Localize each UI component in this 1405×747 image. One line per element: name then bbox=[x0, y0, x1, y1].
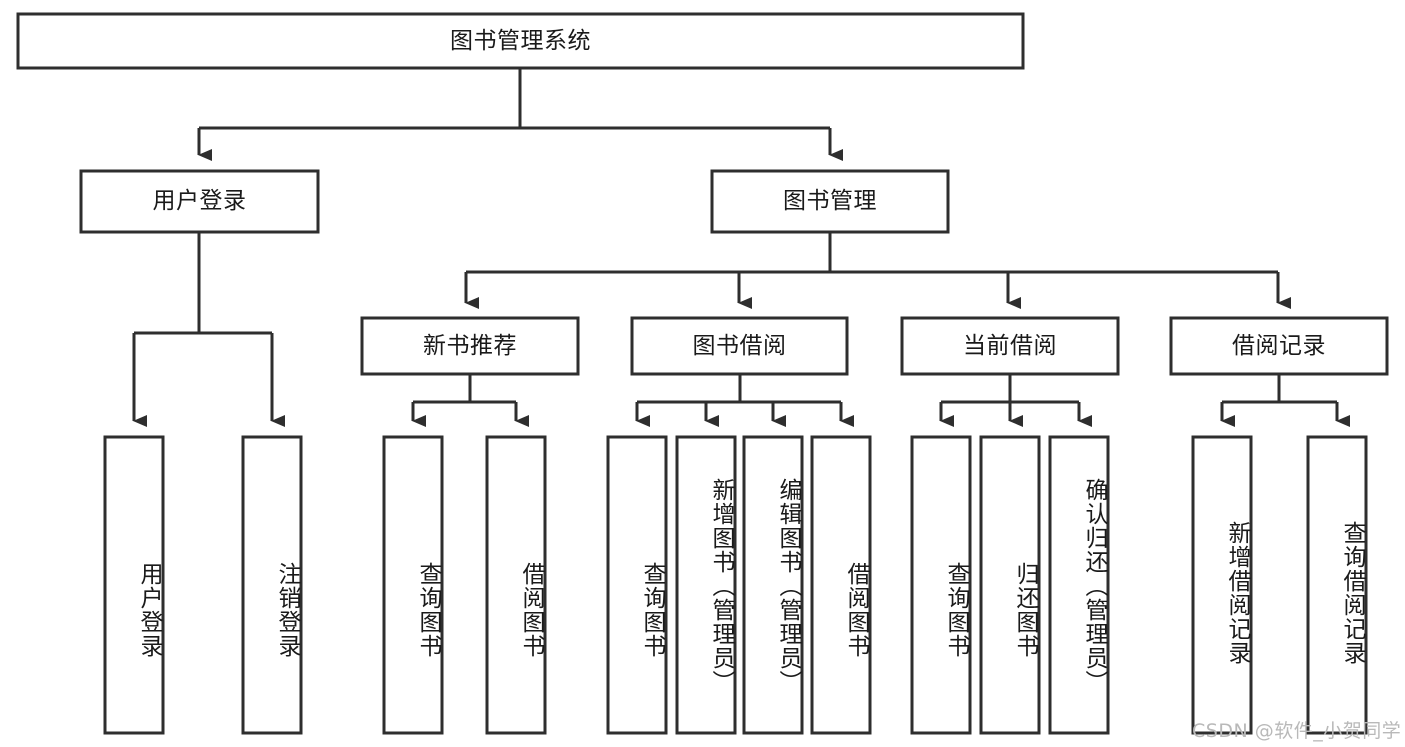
node-leaf-query-book-2-box[interactable] bbox=[606, 435, 668, 735]
connector-book-management-to-level3 bbox=[464, 232, 1291, 309]
node-leaf-borrow-book-1-box[interactable] bbox=[485, 435, 547, 735]
connector-current-borrow-to-leaves bbox=[939, 374, 1092, 427]
connector-book-borrow-to-leaves bbox=[635, 374, 854, 427]
node-leaf-query-book-3-box[interactable] bbox=[910, 435, 972, 735]
node-leaf-add-record-box[interactable] bbox=[1191, 435, 1253, 735]
node-new-book-recommend-box[interactable] bbox=[360, 316, 580, 376]
node-leaf-edit-book-box[interactable] bbox=[742, 435, 804, 735]
node-leaf-confirm-return-box[interactable] bbox=[1048, 435, 1110, 735]
connector-new-book-recommend-to-leaves bbox=[411, 374, 529, 427]
node-leaf-borrow-book-2-box[interactable] bbox=[810, 435, 872, 735]
node-leaf-query-record-box[interactable] bbox=[1306, 435, 1368, 735]
node-root-box[interactable] bbox=[16, 12, 1025, 70]
node-book-management-box[interactable] bbox=[710, 169, 950, 234]
node-user-login-box[interactable] bbox=[79, 169, 320, 234]
node-leaf-query-book-1-box[interactable] bbox=[382, 435, 444, 735]
connector-root-to-level2 bbox=[197, 68, 843, 161]
node-leaf-add-book-box[interactable] bbox=[675, 435, 737, 735]
node-book-borrow-box[interactable] bbox=[630, 316, 849, 376]
node-current-borrow-box[interactable] bbox=[900, 316, 1120, 376]
connector-user-login-to-leaves bbox=[132, 232, 285, 427]
connector-borrow-record-to-leaves bbox=[1220, 374, 1350, 427]
node-leaf-logout-login-box[interactable] bbox=[241, 435, 303, 735]
node-borrow-record-box[interactable] bbox=[1169, 316, 1389, 376]
node-leaf-user-login-box[interactable] bbox=[103, 435, 165, 735]
node-leaf-return-book-box[interactable] bbox=[979, 435, 1041, 735]
